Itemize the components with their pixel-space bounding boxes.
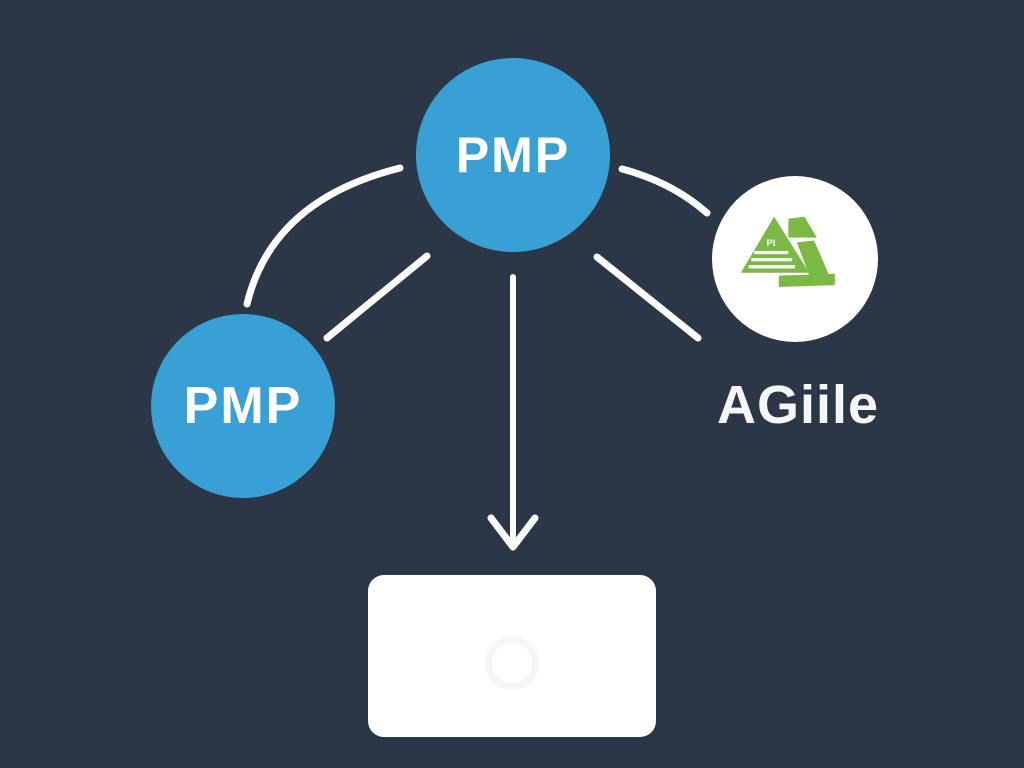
pyramid-agile-icon: PI (740, 216, 835, 288)
connector-top-to-right-line (593, 253, 702, 342)
node-pmp-left: PMP (151, 314, 335, 498)
node-pmp-top: PMP (416, 58, 610, 252)
node-pmp-left-label: PMP (183, 377, 303, 435)
node-pmp-top-label: PMP (455, 127, 571, 183)
pyramid-icon-text: PI (767, 238, 776, 249)
laptop-screen (368, 575, 656, 737)
power-ring-icon (485, 636, 539, 690)
connector-top-to-left-line (323, 252, 431, 342)
connector-top-to-left-arc (243, 164, 404, 308)
agile-label: AGiile (716, 375, 880, 435)
node-agile-circle: PI (712, 176, 878, 342)
arrow-down-head-icon (487, 514, 539, 551)
connector-top-to-right-arc (618, 165, 711, 217)
